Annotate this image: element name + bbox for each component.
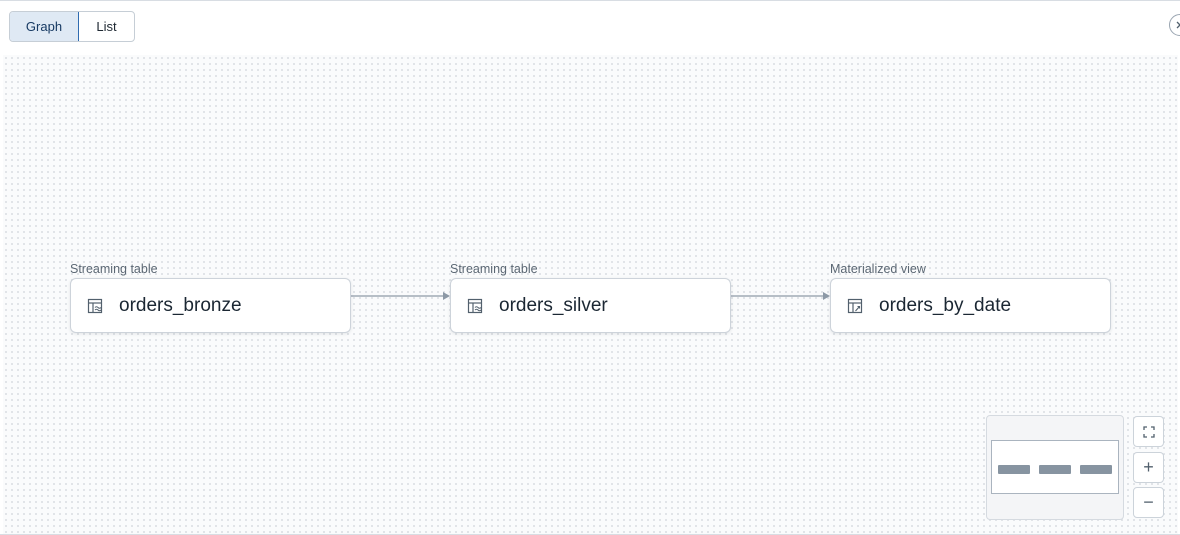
node-type-label: Streaming table: [450, 262, 538, 276]
close-icon: [1176, 21, 1180, 29]
minus-icon: −: [1143, 492, 1154, 512]
view-toggle: Graph List: [9, 11, 135, 42]
minimap-node: [1039, 465, 1071, 474]
minimap-node: [998, 465, 1030, 474]
plus-icon: +: [1143, 457, 1154, 477]
minimap-node: [1080, 465, 1112, 474]
edge-bronze-to-silver: [351, 292, 450, 300]
materialized-view-icon: [847, 298, 863, 314]
node-orders-by-date[interactable]: orders_by_date: [830, 278, 1111, 333]
zoom-out-button[interactable]: −: [1133, 487, 1164, 518]
minimap[interactable]: [986, 415, 1124, 520]
node-orders-bronze[interactable]: orders_bronze: [70, 278, 351, 333]
node-orders-silver[interactable]: orders_silver: [450, 278, 731, 333]
tab-list[interactable]: List: [96, 19, 117, 34]
node-type-label: Materialized view: [830, 262, 926, 276]
graph-edges: [351, 292, 830, 300]
streaming-table-icon: [467, 298, 483, 314]
node-type-label: Streaming table: [70, 262, 158, 276]
fit-view-icon: [1142, 425, 1155, 438]
node-name: orders_by_date: [879, 294, 1012, 316]
minimap-viewport[interactable]: [991, 440, 1119, 494]
node-name: orders_silver: [499, 294, 608, 316]
fit-view-button[interactable]: [1133, 416, 1164, 447]
zoom-in-button[interactable]: +: [1133, 452, 1164, 483]
graph-canvas[interactable]: Streaming table orders_bronze Streaming …: [3, 55, 1178, 534]
close-button[interactable]: [1169, 14, 1180, 36]
streaming-table-icon: [87, 298, 103, 314]
edge-silver-to-by-date: [731, 292, 830, 300]
tab-graph[interactable]: Graph: [10, 12, 79, 41]
node-name: orders_bronze: [119, 294, 242, 316]
